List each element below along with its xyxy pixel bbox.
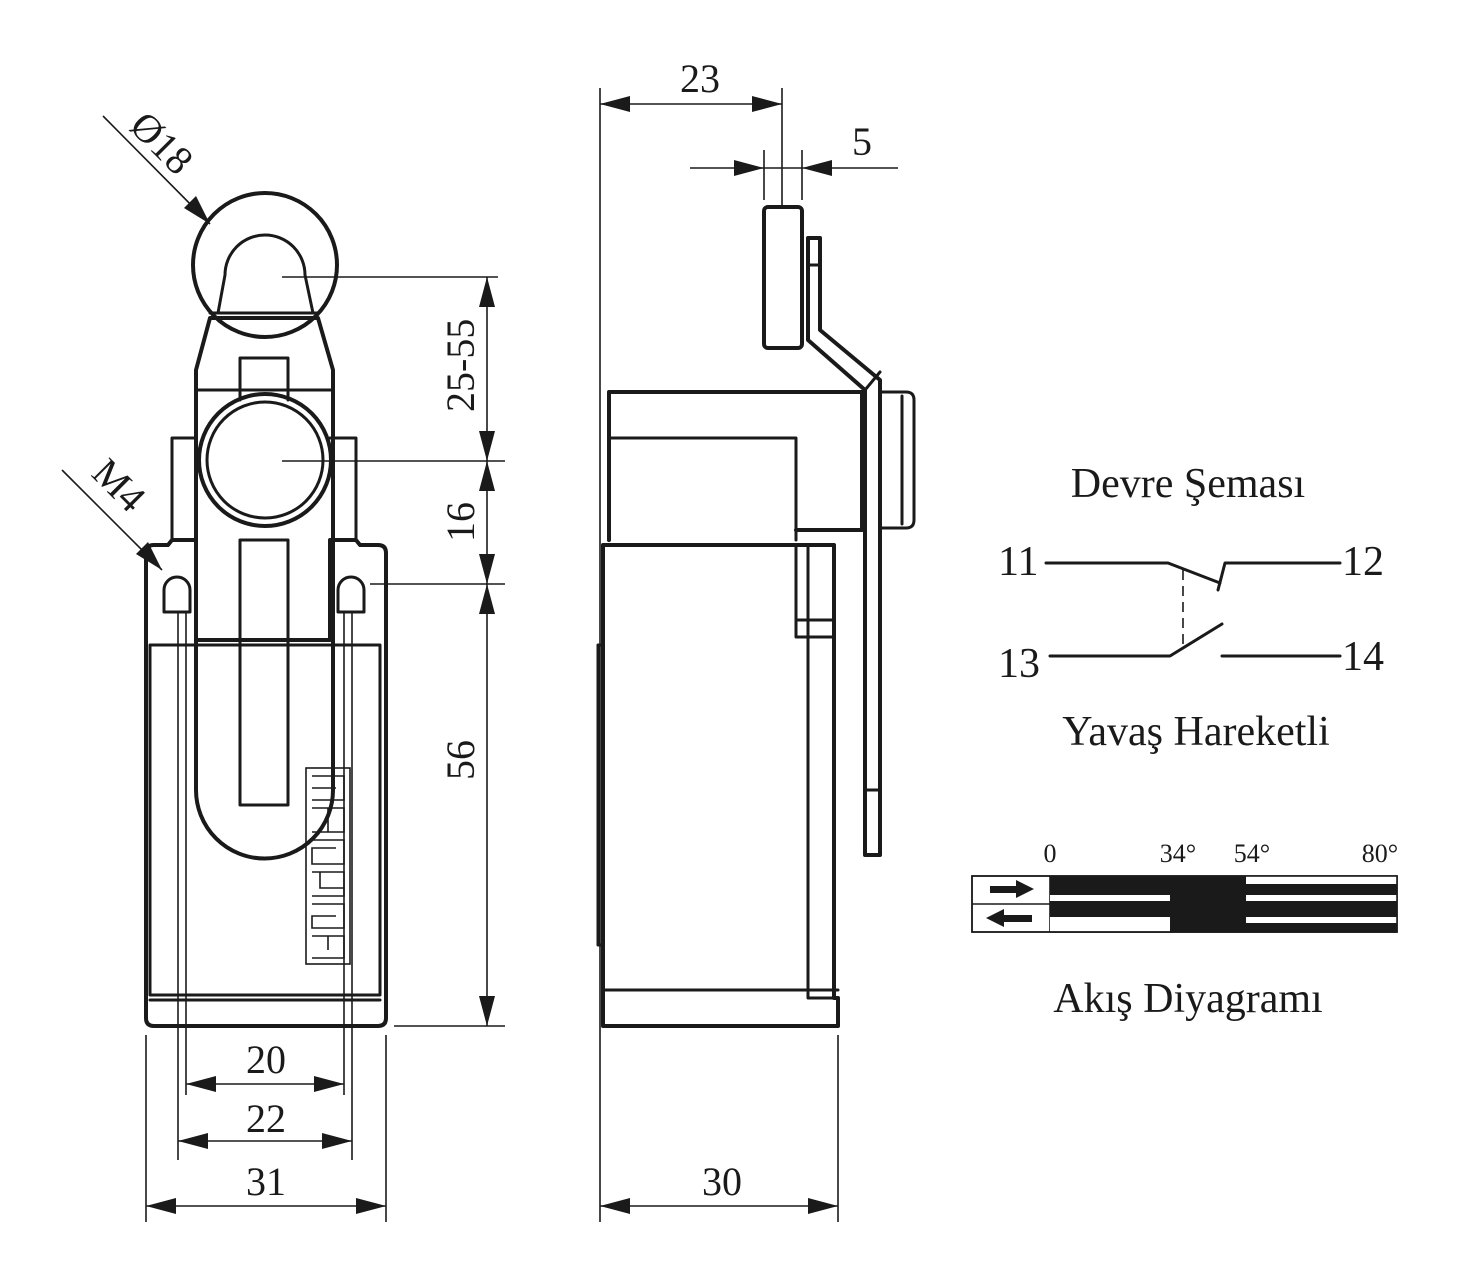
side-body — [601, 543, 840, 1028]
front-right-ear — [328, 436, 358, 542]
lever-slot — [238, 538, 290, 807]
terminal-11: 11 — [998, 539, 1038, 585]
side-head — [607, 390, 864, 542]
front-vertical-dimensions — [479, 277, 495, 1026]
angle-34: 34° — [1160, 839, 1196, 868]
dim-roller-width-label: 5 — [852, 119, 872, 164]
side-shaft-boss — [878, 390, 916, 530]
dim-travel-label: 25-55 — [438, 319, 483, 412]
nc-contact — [1044, 561, 1222, 585]
roller-hub — [216, 233, 315, 315]
front-left-ear — [170, 436, 198, 542]
side-view: 23 5 30 — [596, 56, 916, 1222]
flow-diagram: 0 34° 54° 80° Akış Diyagramı — [971, 839, 1398, 1022]
dim-hole-spacing-1-label: 20 — [246, 1037, 286, 1082]
no-contact — [1048, 622, 1224, 658]
roller-diameter-label: Ø18 — [122, 103, 203, 184]
angle-0: 0 — [1044, 839, 1057, 868]
direction-arrows — [986, 880, 1034, 927]
circuit-diagram: Devre Şeması 11 12 13 14 Yavaş Hareketli — [998, 461, 1384, 755]
dim-body-height-label: 56 — [438, 740, 483, 780]
dim-body-depth-label: 30 — [702, 1159, 742, 1204]
terminal-13: 13 — [998, 641, 1040, 687]
dim-arm-offset-label: 23 — [680, 56, 720, 101]
emas-logo — [305, 767, 351, 965]
pivot-cap — [238, 356, 290, 402]
terminal-14: 14 — [1342, 634, 1384, 680]
dim-hole-spacing-2-label: 22 — [246, 1096, 286, 1141]
angle-54: 54° — [1234, 839, 1270, 868]
dim-body-width-label: 31 — [246, 1159, 286, 1204]
pivot-hub — [197, 392, 333, 528]
lever-arm — [194, 316, 335, 861]
front-view: Ø18 M4 25-55 16 56 20 22 31 — [61, 103, 505, 1222]
side-dimensions — [600, 96, 898, 1214]
front-inner-panel — [148, 643, 382, 997]
roller — [191, 191, 339, 339]
circuit-subtitle: Yavaş Hareketli — [1062, 709, 1330, 755]
front-left-hole — [162, 575, 192, 614]
front-right-hole — [336, 575, 366, 614]
front-horizontal-dimensions — [146, 1076, 386, 1214]
circuit-title: Devre Şeması — [1071, 461, 1305, 507]
flow-title: Akış Diyagramı — [1053, 976, 1322, 1022]
side-roller — [762, 205, 804, 350]
angle-80: 80° — [1362, 839, 1398, 868]
thread-label: M4 — [84, 450, 155, 521]
terminal-12: 12 — [1342, 539, 1384, 585]
side-lever — [806, 236, 882, 857]
dim-pivot-label: 16 — [438, 502, 483, 542]
